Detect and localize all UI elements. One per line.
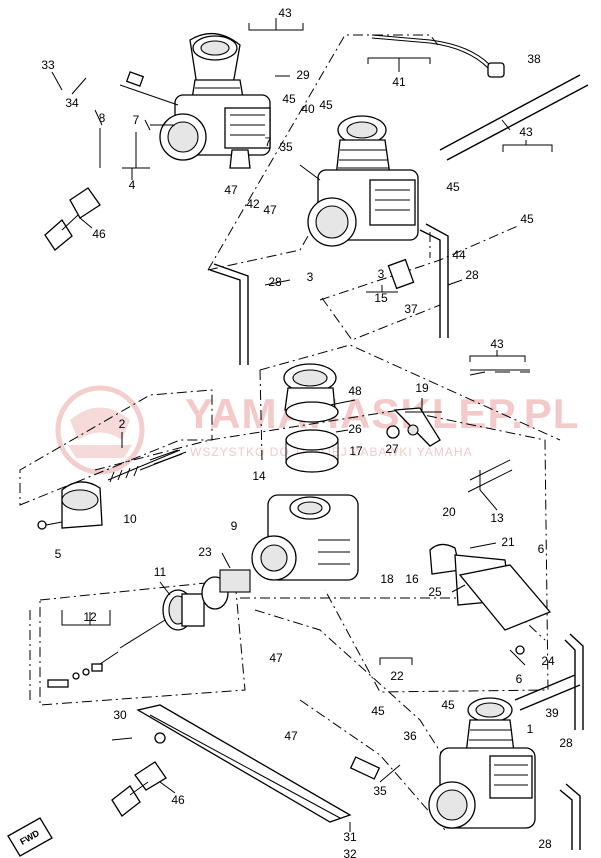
vacuum-chamber-cover <box>37 449 187 530</box>
spring-10 <box>109 465 139 483</box>
callout-c3b: 3 <box>378 267 385 281</box>
callout-c34: 34 <box>65 96 79 110</box>
callout-c46a: 46 <box>92 227 106 241</box>
callout-c47a: 47 <box>224 183 238 197</box>
callout-c39: 39 <box>545 706 559 720</box>
callout-c13: 13 <box>490 511 504 525</box>
callout-c36: 36 <box>403 729 417 743</box>
linkage-parts <box>386 369 552 666</box>
callout-c45d: 45 <box>520 212 534 226</box>
callout-c25: 25 <box>428 585 442 599</box>
hose-28-upper-left <box>209 263 249 365</box>
hoses <box>44 34 589 850</box>
callout-c37: 37 <box>404 302 418 316</box>
watermark-tagline: WSZYSTKO DO TWOJEJ ZABAWKI YAMAHA <box>190 445 473 459</box>
callout-c5: 5 <box>55 547 62 561</box>
callout-c21: 21 <box>501 535 515 549</box>
callout-c43c: 43 <box>490 337 504 351</box>
carburetor-upper-right <box>299 115 419 247</box>
callout-c46b: 46 <box>171 793 185 807</box>
callout-c27: 27 <box>385 442 399 456</box>
callout-c47d: 47 <box>284 729 298 743</box>
callout-c15: 15 <box>374 291 388 305</box>
callout-c6b: 6 <box>516 672 523 686</box>
watermark-brand: YAMAHASKLEP.PL <box>185 390 579 437</box>
callout-c26: 26 <box>348 422 362 436</box>
callout-c28c: 28 <box>559 736 573 750</box>
callout-c12: 12 <box>83 610 97 624</box>
callout-c16: 16 <box>405 572 419 586</box>
callout-c28b: 28 <box>465 268 479 282</box>
callout-c28d: 28 <box>538 837 552 851</box>
callout-c47c: 47 <box>269 651 283 665</box>
hose-39 <box>514 674 581 711</box>
cable-41 <box>371 34 505 78</box>
hose-28-upper-right <box>419 223 449 338</box>
callout-c19: 19 <box>415 381 429 395</box>
hose-46-upper <box>44 187 101 251</box>
callout-c10: 10 <box>123 512 137 526</box>
watermark: YAMAHASKLEP.PL WSZYSTKO DO TWOJEJ ZABAWK… <box>55 385 579 475</box>
callout-c28a: 28 <box>268 275 282 289</box>
callout-c40: 40 <box>301 102 315 116</box>
callout-c45b: 45 <box>319 98 333 112</box>
leader-lines <box>51 18 553 832</box>
callout-c43a: 43 <box>278 6 292 20</box>
callout-c33: 33 <box>41 58 55 72</box>
callout-c6a: 6 <box>538 542 545 556</box>
callout-c32: 32 <box>343 847 357 858</box>
callout-c1: 1 <box>527 722 534 736</box>
callout-c23: 23 <box>198 545 212 559</box>
carburetor-upper-left <box>119 33 271 169</box>
hose-28-bottom <box>559 783 581 850</box>
callout-c18: 18 <box>380 572 394 586</box>
bracket-plate <box>111 704 352 823</box>
piston-valve <box>47 569 251 688</box>
hose-37 <box>387 258 415 290</box>
callout-c20: 20 <box>442 505 456 519</box>
callout-c42: 42 <box>246 197 260 211</box>
callout-c2: 2 <box>119 417 126 431</box>
fwd-direction-badge: FWD <box>7 817 53 857</box>
callout-c45c: 45 <box>446 180 460 194</box>
callout-c43b: 43 <box>519 125 533 139</box>
callout-c31: 31 <box>343 830 357 844</box>
callout-c17: 17 <box>349 444 363 458</box>
hose-28-lower <box>564 633 584 730</box>
jet-set-12 <box>47 651 119 688</box>
callout-c14: 14 <box>252 469 266 483</box>
carburetor-middle <box>251 363 359 581</box>
callout-c24: 24 <box>541 654 555 668</box>
callout-c3a: 3 <box>307 270 314 284</box>
callout-c41: 41 <box>392 75 406 89</box>
callout-c29: 29 <box>296 68 310 82</box>
callout-c8: 8 <box>99 111 106 125</box>
callout-c38: 38 <box>527 52 541 66</box>
callout-c4: 4 <box>129 178 136 192</box>
callout-c45a: 45 <box>282 92 296 106</box>
carburetor-lower-right <box>428 697 536 829</box>
callout-c22: 22 <box>390 669 404 683</box>
callout-c11: 11 <box>154 565 167 579</box>
callout-c44: 44 <box>452 248 466 262</box>
callout-c35a: 35 <box>279 140 293 154</box>
callout-c35b: 35 <box>373 784 387 798</box>
callout-c7b: 7 <box>265 135 272 149</box>
callout-c9: 9 <box>231 519 238 533</box>
callout-c45f: 45 <box>441 698 455 712</box>
callout-c45e: 45 <box>371 704 385 718</box>
callout-c30: 30 <box>113 708 127 722</box>
hose-46-lower <box>111 761 167 817</box>
pipe-36 <box>349 756 381 780</box>
callout-c7a: 7 <box>133 113 140 127</box>
watermark-logo-icon <box>55 385 145 475</box>
callout-c47b: 47 <box>263 203 277 217</box>
callout-c48: 48 <box>348 384 362 398</box>
hose-38 <box>439 74 589 161</box>
